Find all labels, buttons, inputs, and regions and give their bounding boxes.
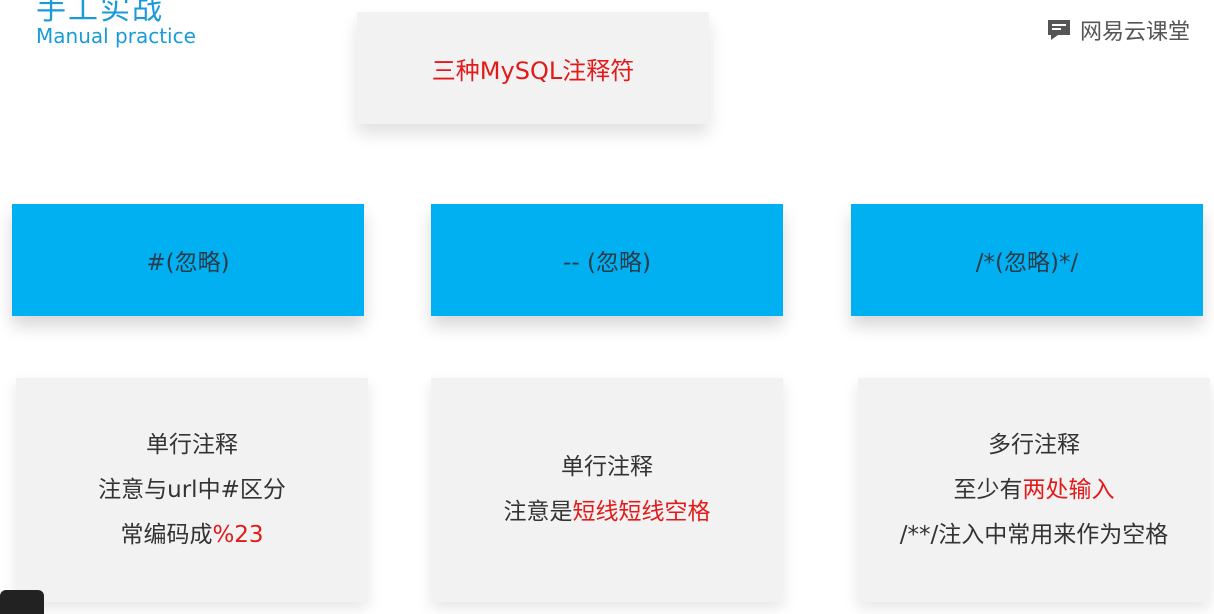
slide-title-cn: 手工实战 bbox=[36, 0, 164, 27]
slide-title-en: Manual practice bbox=[36, 24, 196, 48]
top-heading-box: 三种MySQL注释符 bbox=[357, 12, 709, 124]
comment-symbol-dashdash: -- (忽略) bbox=[431, 204, 783, 316]
card-block-line2-emphasis: 两处输入 bbox=[1022, 476, 1115, 503]
card-hash-line1: 单行注释 bbox=[146, 431, 238, 458]
comment-symbol-dashdash-label: -- (忽略) bbox=[563, 250, 651, 276]
card-hash-line3-text: 常编码成 bbox=[120, 521, 213, 548]
card-block-line2-text: 至少有 bbox=[953, 476, 1023, 503]
comment-symbol-hash-label: #(忽略) bbox=[146, 250, 230, 276]
card-hash-line2: 注意与url中#区分 bbox=[98, 476, 286, 503]
card-hash: 单行注释 注意与url中#区分 常编码成%23 bbox=[16, 378, 368, 602]
card-hash-line3: 常编码成%23 bbox=[120, 513, 263, 558]
card-dashdash-line2: 注意是短线短线空格 bbox=[504, 490, 711, 535]
card-dashdash-line2-text: 注意是 bbox=[503, 499, 573, 525]
card-dashdash: 单行注释 注意是短线短线空格 bbox=[431, 378, 783, 602]
card-block: 多行注释 至少有两处输入 /**/注入中常用来作为空格 bbox=[858, 378, 1210, 602]
card-dashdash-line2-emphasis: 短线短线空格 bbox=[572, 499, 711, 525]
card-block-line1: 多行注释 bbox=[988, 431, 1080, 458]
comment-symbol-block: /*(忽略)*/ bbox=[851, 204, 1203, 316]
comment-symbol-hash: #(忽略) bbox=[12, 204, 364, 316]
chat-bubble-icon bbox=[1048, 20, 1070, 40]
card-dashdash-line1: 单行注释 bbox=[561, 454, 653, 480]
card-hash-line3-emphasis: %23 bbox=[212, 521, 264, 548]
top-heading-label: 三种MySQL注释符 bbox=[431, 56, 635, 85]
brand-name: 网易云课堂 bbox=[1080, 20, 1191, 45]
brand-logo: 网易云课堂 bbox=[1046, 14, 1190, 46]
card-block-line3: /**/注入中常用来作为空格 bbox=[899, 521, 1169, 548]
card-block-line2: 至少有两处输入 bbox=[954, 468, 1115, 513]
player-control-tab[interactable] bbox=[0, 590, 44, 614]
comment-symbol-block-label: /*(忽略)*/ bbox=[975, 250, 1079, 276]
